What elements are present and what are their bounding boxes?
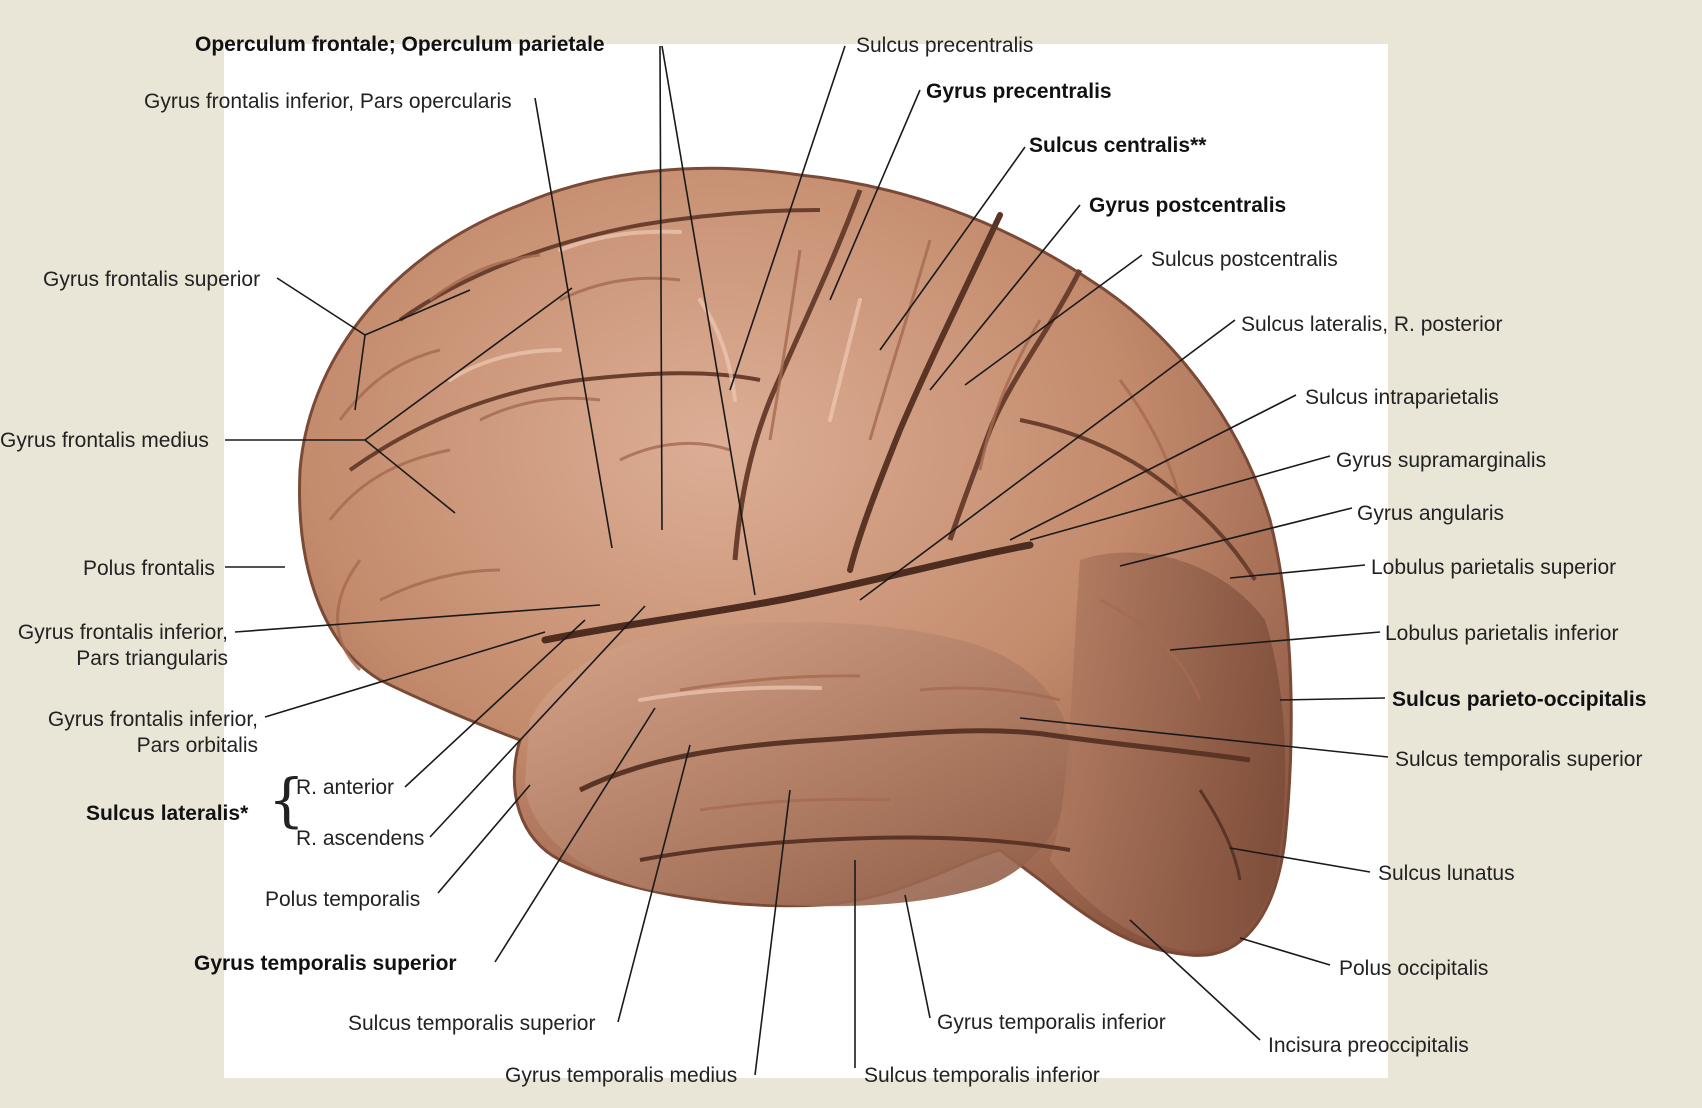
label-sulcus-lateralis-r-posterior: Sulcus lateralis, R. posterior: [1241, 313, 1503, 336]
label-r-anterior: R. anterior: [296, 776, 395, 799]
label-lobulus-parietalis-superior: Lobulus parietalis superior: [1371, 556, 1617, 579]
label-polus-temporalis: Polus temporalis: [265, 888, 421, 911]
label-gyrus-temporalis-superior: Gyrus temporalis superior: [194, 952, 457, 975]
label-gyrus-supramarginalis: Gyrus supramarginalis: [1336, 449, 1547, 472]
label-gyrus-temporalis-medius: Gyrus temporalis medius: [505, 1064, 738, 1087]
superior-frontal-sulcus: [398, 208, 821, 322]
label-sulcus-postcentralis: Sulcus postcentralis: [1151, 248, 1338, 271]
label-sulcus-precentralis: Sulcus precentralis: [856, 34, 1034, 57]
label-gfi-pars-triangularis: Gyrus frontalis inferior, Pars triangula…: [10, 620, 228, 672]
label-gfi-pars-orbitalis: Gyrus frontalis inferior, Pars orbitalis: [38, 707, 258, 759]
leader-lines: [225, 45, 1389, 1076]
label-gfi-pars-opercularis: Gyrus frontalis inferior, Pars opercular…: [144, 90, 512, 113]
temporal-lobe: [525, 622, 1072, 907]
sulcus-lateralis-brace: {: [268, 766, 305, 834]
label-sulcus-lunatus: Sulcus lunatus: [1378, 862, 1515, 885]
label-sulcus-parieto-occipitalis: Sulcus parieto-occipitalis: [1392, 688, 1647, 711]
lunate-sulcus: [1198, 789, 1242, 881]
label-gyrus-precentralis: Gyrus precentralis: [926, 80, 1112, 103]
intraparietal-sulcus: [1019, 418, 1257, 582]
label-gyrus-frontalis-medius: Gyrus frontalis medius: [0, 429, 209, 452]
central-sulcus: [847, 212, 1003, 573]
gyri-texture: [328, 239, 1202, 812]
label-sulcus-centralis: Sulcus centralis**: [1029, 134, 1207, 157]
label-gfi-pars-orbitalis-line1: Gyrus frontalis inferior,: [47, 708, 258, 731]
label-polus-frontalis: Polus frontalis: [83, 557, 215, 580]
inferior-frontal-sulcus: [348, 371, 761, 472]
label-sulcus-temporalis-superior-right: Sulcus temporalis superior: [1395, 748, 1643, 771]
label-sulcus-intraparietalis: Sulcus intraparietalis: [1305, 386, 1499, 409]
precentral-sulcus: [732, 189, 863, 561]
superior-temporal-sulcus: [578, 728, 1251, 793]
inferior-temporal-sulcus: [639, 835, 1071, 862]
label-gyrus-angularis: Gyrus angularis: [1357, 502, 1505, 525]
label-gyrus-frontalis-superior: Gyrus frontalis superior: [43, 268, 261, 291]
label-incisura-preoccipitalis: Incisura preoccipitalis: [1268, 1034, 1469, 1057]
label-operculum: Operculum frontale; Operculum parietale: [195, 33, 605, 56]
label-sulcus-temporalis-inferior: Sulcus temporalis inferior: [864, 1064, 1100, 1087]
lateral-sulcus: [541, 541, 1034, 644]
label-sulcus-temporalis-superior-bottom: Sulcus temporalis superior: [348, 1012, 596, 1035]
label-r-ascendens: R. ascendens: [296, 827, 425, 850]
label-gyrus-temporalis-inferior: Gyrus temporalis inferior: [937, 1011, 1166, 1034]
label-polus-occipitalis: Polus occipitalis: [1339, 957, 1489, 980]
label-gyrus-postcentralis: Gyrus postcentralis: [1089, 194, 1287, 217]
label-gfi-pars-orbitalis-line2: Pars orbitalis: [136, 734, 258, 757]
label-sulcus-lateralis: Sulcus lateralis*: [86, 802, 249, 825]
label-lobulus-parietalis-inferior: Lobulus parietalis inferior: [1385, 622, 1619, 645]
label-gfi-pars-triangularis-line2: Pars triangularis: [76, 647, 228, 670]
label-gfi-pars-triangularis-line1: Gyrus frontalis inferior,: [17, 621, 228, 644]
